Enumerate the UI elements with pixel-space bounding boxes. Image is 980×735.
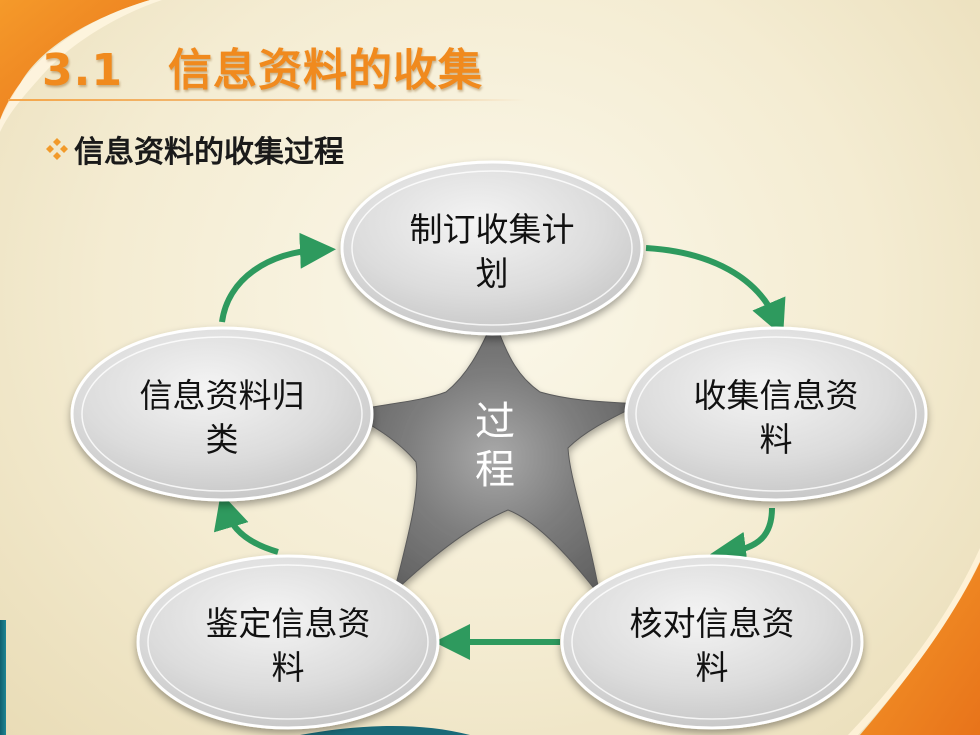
step-node-3 [560, 554, 864, 730]
step-label-3: 核对信息资 料 [582, 602, 842, 690]
step-label-4-line2: 料 [271, 648, 305, 687]
center-label: 过 程 [460, 398, 530, 494]
step-label-4: 鉴定信息资 料 [158, 602, 418, 690]
step-node-4 [136, 554, 440, 730]
step-label-2: 收集信息资 料 [646, 374, 906, 462]
step-label-3-line1: 核对信息资 [629, 604, 795, 643]
section-heading: 信息资料的收集过程 [44, 127, 344, 171]
step-node-5 [70, 326, 374, 502]
bottom-teal-band [300, 725, 470, 735]
center-label-line1: 过 [475, 399, 515, 445]
step-label-1-line2: 划 [475, 254, 509, 293]
step-label-3-line2: 料 [695, 648, 729, 687]
arrow-step1-to-step2 [645, 245, 786, 337]
page-title: 3.1 信息资料的收集 [42, 45, 483, 96]
arrow-step4-to-step5 [213, 492, 279, 555]
step-label-4-line1: 鉴定信息资 [205, 604, 371, 643]
top-left-swoosh [0, 0, 150, 120]
step-label-2-line1: 收集信息资 [693, 376, 859, 415]
bottom-left-strip [0, 620, 6, 735]
step-node-2 [624, 326, 928, 502]
arrow-step2-to-step3 [710, 507, 775, 568]
step-label-5-line2: 类 [205, 420, 239, 459]
step-node-1 [340, 160, 644, 336]
arrow-step5-to-step1 [219, 232, 336, 323]
step-label-5: 信息资料归 类 [92, 374, 352, 462]
section-heading-text: 信息资料的收集过程 [74, 135, 344, 170]
bottom-right-swoosh [860, 560, 980, 735]
step-label-2-line2: 料 [759, 420, 793, 459]
step-label-1: 制订收集计 划 [362, 208, 622, 296]
diamond-cluster-icon [46, 138, 68, 160]
center-label-line2: 程 [475, 447, 515, 493]
title-underline [8, 99, 526, 101]
step-label-5-line1: 信息资料归 [139, 376, 305, 415]
step-label-1-line1: 制订收集计 [409, 210, 575, 249]
